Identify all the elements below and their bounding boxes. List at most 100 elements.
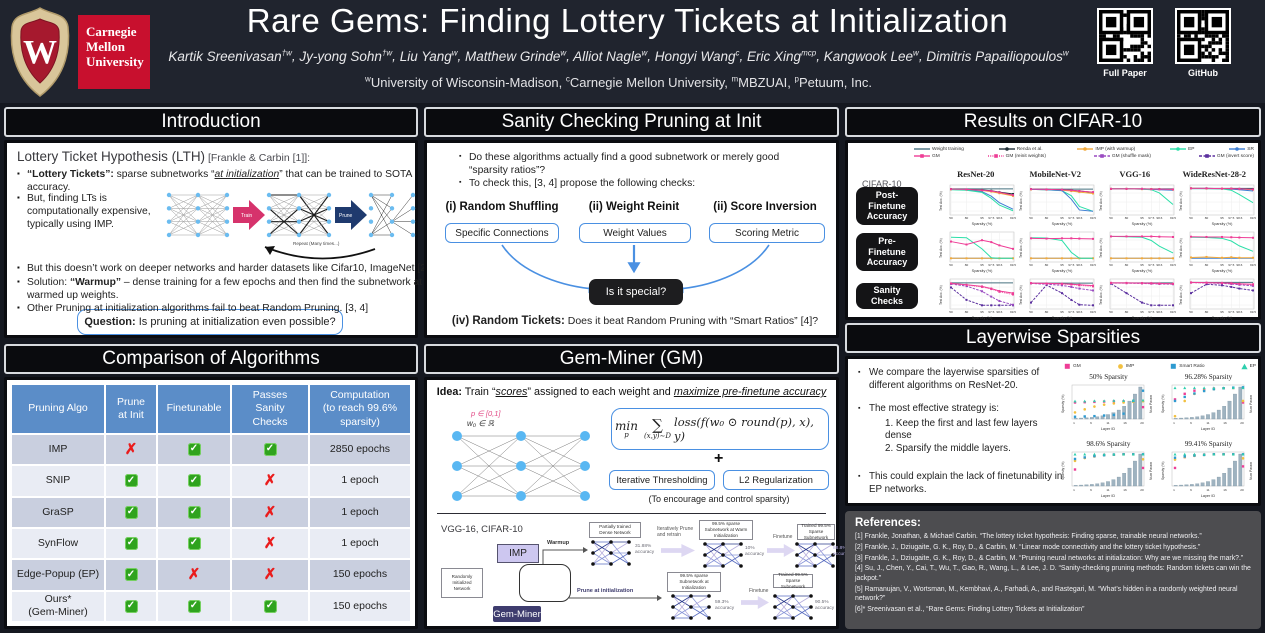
legend-label: Smart Ratio [1179, 364, 1205, 369]
reference-item: [5] Ramanujan, V., Wortsman, M., Kembhav… [855, 585, 1238, 602]
prune-at-init-label: Prune at initialization [577, 588, 634, 594]
intro-bullet: But this doesn’t work on deeper networks… [17, 263, 429, 276]
legend-label: Weight training [932, 146, 964, 152]
section-title-results: Results on CIFAR-10 [845, 107, 1261, 137]
check-icon: ✓ [106, 560, 156, 590]
legend-item: IMP [1117, 363, 1135, 370]
sanity-arrows [501, 244, 770, 294]
finetune-label: Finetune [749, 588, 769, 594]
svg-text:Train: Train [241, 213, 252, 219]
poster-header: W Carnegie Mellon University Rare Gems: … [0, 0, 1265, 103]
svg-text:6: 6 [1090, 488, 1092, 492]
svg-text:Sparsity (%): Sparsity (%) [1061, 462, 1065, 480]
poster-title: Rare Gems: Finding Lottery Tickets at In… [246, 2, 1009, 39]
legend-item: GM [914, 153, 940, 159]
legend-label: GM (invert score) [1216, 153, 1254, 159]
svg-text:1: 1 [1173, 421, 1175, 425]
column-header: Pruning Algo [12, 385, 104, 433]
svg-text:Layer ID: Layer ID [1201, 427, 1216, 431]
accuracy-value: 10% accuracy [745, 546, 765, 557]
svg-text:Num Param: Num Param [1249, 395, 1253, 413]
intro-bullet: Solution: “Warmup” – dense training for … [17, 277, 429, 303]
uw-madison-logo: W [10, 7, 70, 97]
svg-text:99.5: 99.5 [1170, 310, 1176, 314]
svg-text:95: 95 [980, 310, 984, 314]
warm-subnetwork-box: 99.5% sparse Subnetwork at Warm Initiali… [699, 520, 753, 540]
svg-text:Sparsity (%): Sparsity (%) [1161, 462, 1165, 480]
svg-text:Num Param: Num Param [1249, 462, 1253, 480]
svg-text:6: 6 [1190, 421, 1192, 425]
row-label-pill: Pre- Finetune Accuracy [856, 233, 918, 271]
svg-text:80: 80 [965, 310, 969, 314]
svg-text:95: 95 [1060, 310, 1064, 314]
svg-text:95: 95 [1060, 216, 1064, 220]
svg-text:Test Acc. (%): Test Acc. (%) [1019, 285, 1023, 305]
cross-icon: ✗ [232, 466, 308, 496]
svg-text:Layer ID: Layer ID [1201, 494, 1216, 498]
prune-retrain-label: Iteratively Prune and retrain [657, 526, 694, 538]
check-label: (ii) Score Inversion [713, 201, 817, 213]
legend-label: GM [1073, 364, 1081, 369]
svg-text:98.6: 98.6 [996, 310, 1002, 314]
svg-text:50: 50 [949, 263, 953, 267]
svg-text:99.5: 99.5 [1170, 263, 1176, 267]
svg-text:99.5: 99.5 [1010, 310, 1016, 314]
plus-sign: + [714, 450, 724, 467]
legend-label: GM (shuffle mask) [1111, 153, 1151, 159]
svg-text:98.6: 98.6 [1236, 216, 1242, 220]
chart-title: 99.41% Sparsity [1184, 440, 1233, 448]
svg-text:80: 80 [1045, 216, 1049, 220]
section-title-introduction: Introduction [4, 107, 418, 137]
svg-text:Repeat (Many times...): Repeat (Many times...) [293, 241, 340, 246]
svg-text:16: 16 [1223, 488, 1227, 492]
algo-name: SNIP [12, 466, 104, 496]
l2-regularization-box: L2 Regularization [723, 470, 829, 490]
cmu-line: Mellon [86, 38, 125, 54]
svg-text:Num Param: Num Param [1149, 462, 1153, 480]
legend-label: IMP [1125, 364, 1135, 369]
check-icon: ✓ [158, 591, 230, 621]
check-icon: ✓ [158, 435, 230, 465]
legend-item: Weight training [914, 146, 964, 152]
model-column-title: MobileNet-V2 [1029, 169, 1081, 179]
svg-text:w₀ ∈ ℝ: w₀ ∈ ℝ [467, 419, 495, 428]
cross-icon: ✗ [232, 497, 308, 527]
svg-text:95: 95 [1140, 263, 1144, 267]
svg-text:97.5: 97.5 [1228, 263, 1234, 267]
svg-text:Sparsity (%): Sparsity (%) [1132, 316, 1153, 320]
imp-box: IMP [497, 544, 539, 563]
intro-bullet: But, finding LTs is computationally expe… [17, 193, 175, 232]
column-header: Computation (to reach 99.6% sparsity) [310, 385, 410, 433]
legend-item: EP [1170, 146, 1195, 152]
svg-text:20: 20 [1240, 421, 1244, 425]
svg-text:50: 50 [1029, 216, 1033, 220]
svg-text:Test Acc. (%): Test Acc. (%) [1179, 191, 1183, 211]
legend-item: Renda et al. [998, 146, 1043, 152]
svg-text:99.5: 99.5 [1250, 216, 1256, 220]
affiliation-list: wUniversity of Wisconsin-Madison, cCarne… [150, 75, 1087, 90]
introduction-body: Lottery Ticket Hypothesis (LTH) [Frankle… [4, 140, 429, 338]
svg-text:Sparsity (%): Sparsity (%) [972, 269, 993, 273]
section-title-layerwise: Layerwise Sparsities [845, 323, 1261, 353]
svg-text:97.5: 97.5 [1148, 216, 1154, 220]
legend-item: SR [1229, 146, 1254, 152]
svg-text:Test Acc. (%): Test Acc. (%) [939, 285, 943, 305]
qr-github: GitHub [1172, 8, 1234, 78]
reference-item: [6]* Sreenivasan et al., “Rare Gems: Fin… [855, 605, 1085, 613]
svg-text:80: 80 [1205, 310, 1209, 314]
is-it-special-box: Is it special? [589, 279, 683, 305]
svg-text:95: 95 [1140, 216, 1144, 220]
random-network-frame [519, 564, 571, 602]
divider [437, 513, 826, 514]
accuracy-value: 31.88% accuracy [635, 544, 655, 555]
